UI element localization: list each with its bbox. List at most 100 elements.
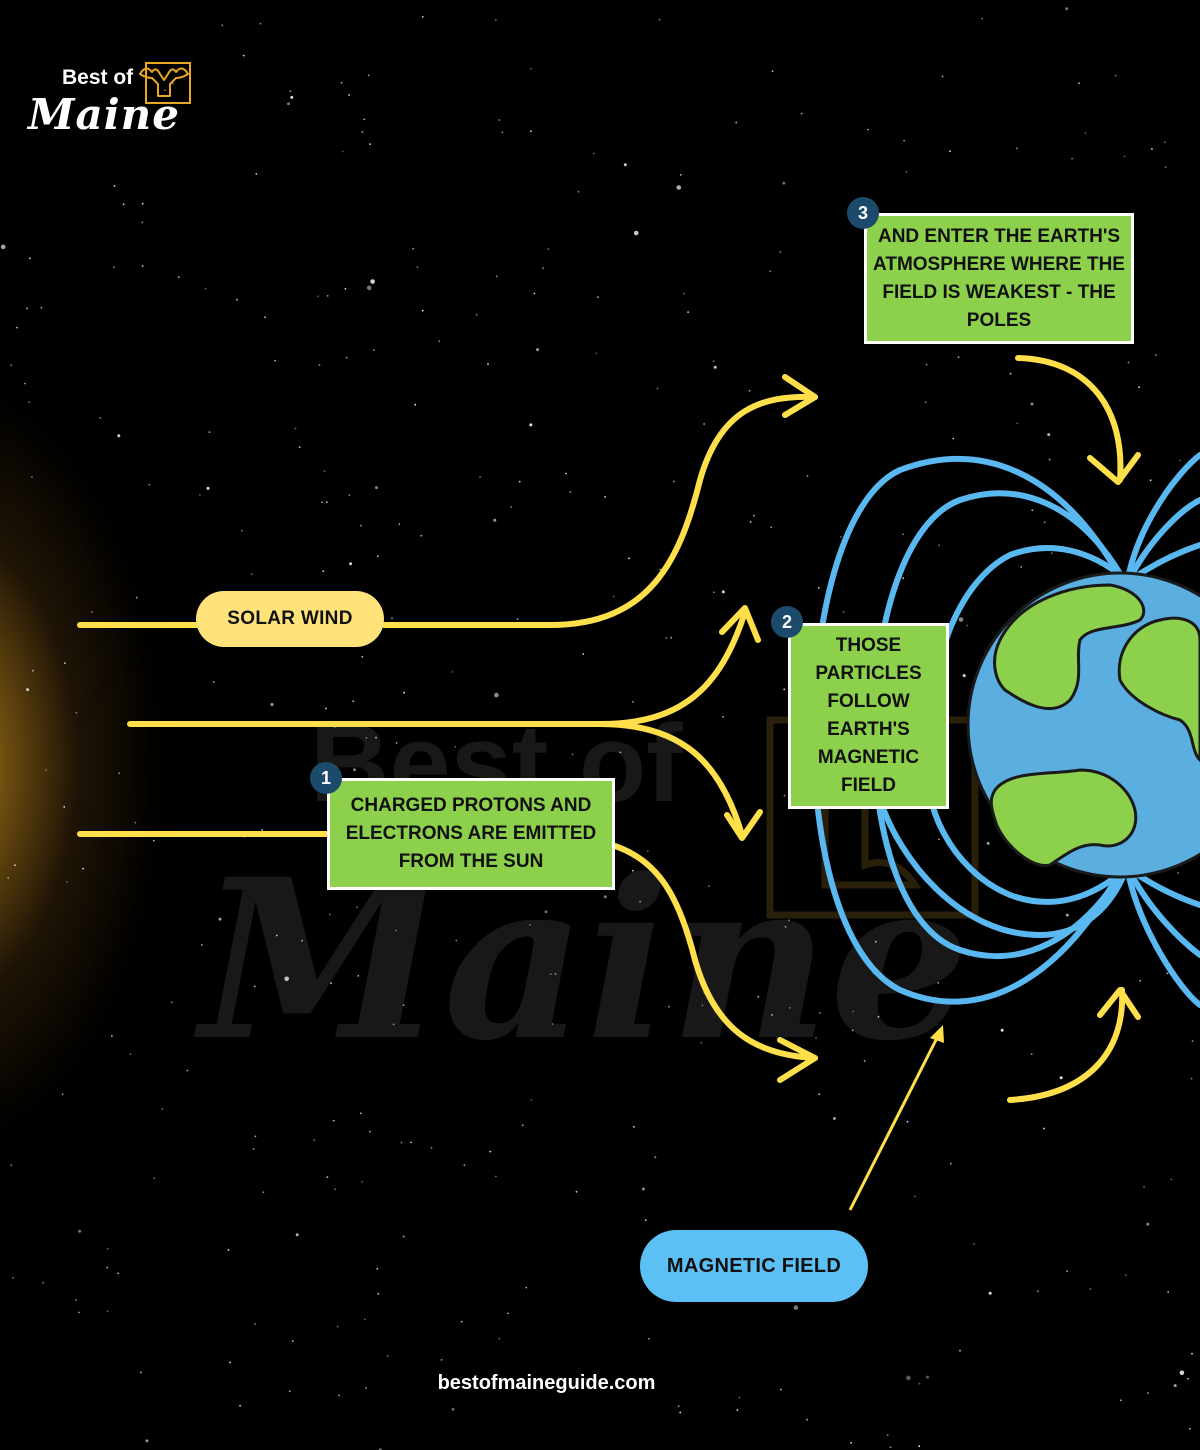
star	[771, 1014, 773, 1016]
star	[365, 1387, 367, 1389]
star	[313, 1139, 315, 1142]
star	[530, 67, 532, 70]
star	[1147, 1392, 1149, 1394]
star	[338, 1394, 340, 1397]
brand-logo: Best of Maine	[28, 62, 198, 142]
star	[753, 514, 755, 517]
star	[962, 674, 966, 678]
star	[117, 1272, 119, 1275]
star	[673, 480, 675, 483]
star	[632, 701, 634, 703]
star	[261, 829, 264, 831]
star	[569, 491, 572, 493]
star	[926, 1375, 929, 1379]
star	[344, 288, 347, 290]
star	[410, 1141, 412, 1144]
star	[204, 287, 207, 290]
star	[806, 475, 809, 477]
star	[679, 1411, 682, 1414]
star	[348, 94, 350, 96]
step-1-box: CHARGED PROTONS AND ELECTRONS ARE EMITTE…	[327, 778, 615, 890]
star	[1050, 552, 1053, 555]
star	[206, 486, 210, 490]
star	[877, 1015, 880, 1018]
star	[641, 1187, 645, 1191]
website-url: bestofmaineguide.com	[437, 1372, 656, 1394]
star	[779, 251, 782, 253]
star	[475, 313, 478, 316]
star	[253, 985, 256, 988]
star	[494, 692, 499, 698]
star	[264, 316, 266, 319]
star	[367, 74, 370, 77]
star	[547, 248, 550, 251]
star	[200, 944, 203, 946]
star	[589, 1377, 592, 1380]
logo-best-of: Best of	[62, 66, 134, 89]
star	[549, 973, 552, 975]
star	[551, 1023, 554, 1025]
star	[376, 555, 379, 558]
star	[106, 1310, 109, 1313]
star	[63, 806, 66, 808]
star	[336, 1325, 339, 1328]
star	[1139, 979, 1142, 982]
star	[494, 19, 497, 21]
step-2-badge: 2	[771, 606, 803, 638]
star	[1066, 1270, 1068, 1273]
star	[582, 653, 585, 655]
star	[236, 298, 238, 301]
star	[528, 924, 531, 926]
star	[360, 524, 362, 527]
star	[402, 1004, 405, 1007]
star	[498, 1337, 501, 1340]
star	[323, 470, 326, 472]
star	[365, 737, 368, 739]
star	[322, 570, 325, 572]
star	[518, 480, 521, 483]
star	[1164, 166, 1167, 169]
star	[395, 929, 397, 932]
star	[398, 523, 401, 526]
star	[400, 1141, 403, 1144]
star	[1191, 1352, 1193, 1355]
star	[262, 1191, 265, 1194]
star	[738, 1396, 741, 1399]
star	[148, 483, 151, 486]
star	[274, 359, 276, 362]
star	[748, 389, 751, 392]
star	[863, 1060, 866, 1062]
star	[938, 544, 940, 547]
moose-icon	[139, 62, 191, 104]
star	[584, 1378, 587, 1380]
star	[186, 1069, 189, 1072]
sun-glow	[0, 140, 300, 1390]
star	[45, 769, 47, 771]
star	[290, 95, 294, 99]
star	[454, 745, 457, 748]
star	[793, 1305, 799, 1310]
star	[1154, 354, 1157, 356]
star	[1179, 1370, 1185, 1376]
star	[918, 1445, 921, 1448]
star	[99, 417, 102, 419]
logo-maine: Maine	[28, 90, 180, 139]
star	[140, 1371, 142, 1374]
star	[325, 501, 328, 504]
star	[221, 24, 224, 27]
star	[530, 130, 532, 133]
star	[902, 533, 904, 536]
star	[851, 1029, 854, 1032]
star	[135, 596, 138, 599]
star	[644, 1219, 647, 1221]
star	[172, 82, 174, 85]
star	[757, 995, 760, 998]
star	[1191, 1040, 1194, 1042]
star	[78, 1229, 82, 1233]
star	[75, 1299, 77, 1301]
magnetic-field-label: MAGNETIC FIELD	[640, 1230, 868, 1302]
star	[981, 17, 984, 20]
star	[106, 1247, 109, 1250]
star	[646, 850, 649, 853]
